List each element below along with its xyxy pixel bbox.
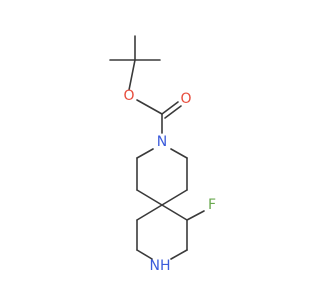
ester-oxygen-label: O bbox=[123, 88, 134, 104]
bond-tbutyl-oxygen bbox=[128, 59, 136, 91]
boc-nitrogen-label: N bbox=[157, 134, 167, 150]
fluorine-label: F bbox=[208, 197, 216, 213]
carbonyl-oxygen-label: O bbox=[180, 91, 191, 107]
molecule-structure: O O N NH F bbox=[109, 35, 216, 274]
bond-left-lower-spiro bbox=[136, 189, 163, 206]
structure-canvas: O O N NH F bbox=[109, 35, 217, 274]
bond-oxygen-carbonyl bbox=[136, 99, 163, 115]
bond-carbonyl-double-a bbox=[161, 101, 179, 115]
bond-spiro-chf bbox=[161, 204, 188, 221]
bond-n-left-ch2 bbox=[136, 148, 154, 159]
bond-left-lower-nh bbox=[136, 249, 153, 260]
ring-nitrogen-label: NH bbox=[150, 258, 171, 274]
bond-carbonyl-double-b bbox=[164, 105, 182, 119]
bond-ch2-nh bbox=[170, 249, 188, 260]
bond-n-right-ch2 bbox=[170, 148, 188, 159]
bond-chf-fluorine bbox=[186, 210, 205, 221]
bond-spiro-left-ch2 bbox=[136, 204, 163, 221]
bond-right-lower-spiro bbox=[161, 189, 188, 206]
